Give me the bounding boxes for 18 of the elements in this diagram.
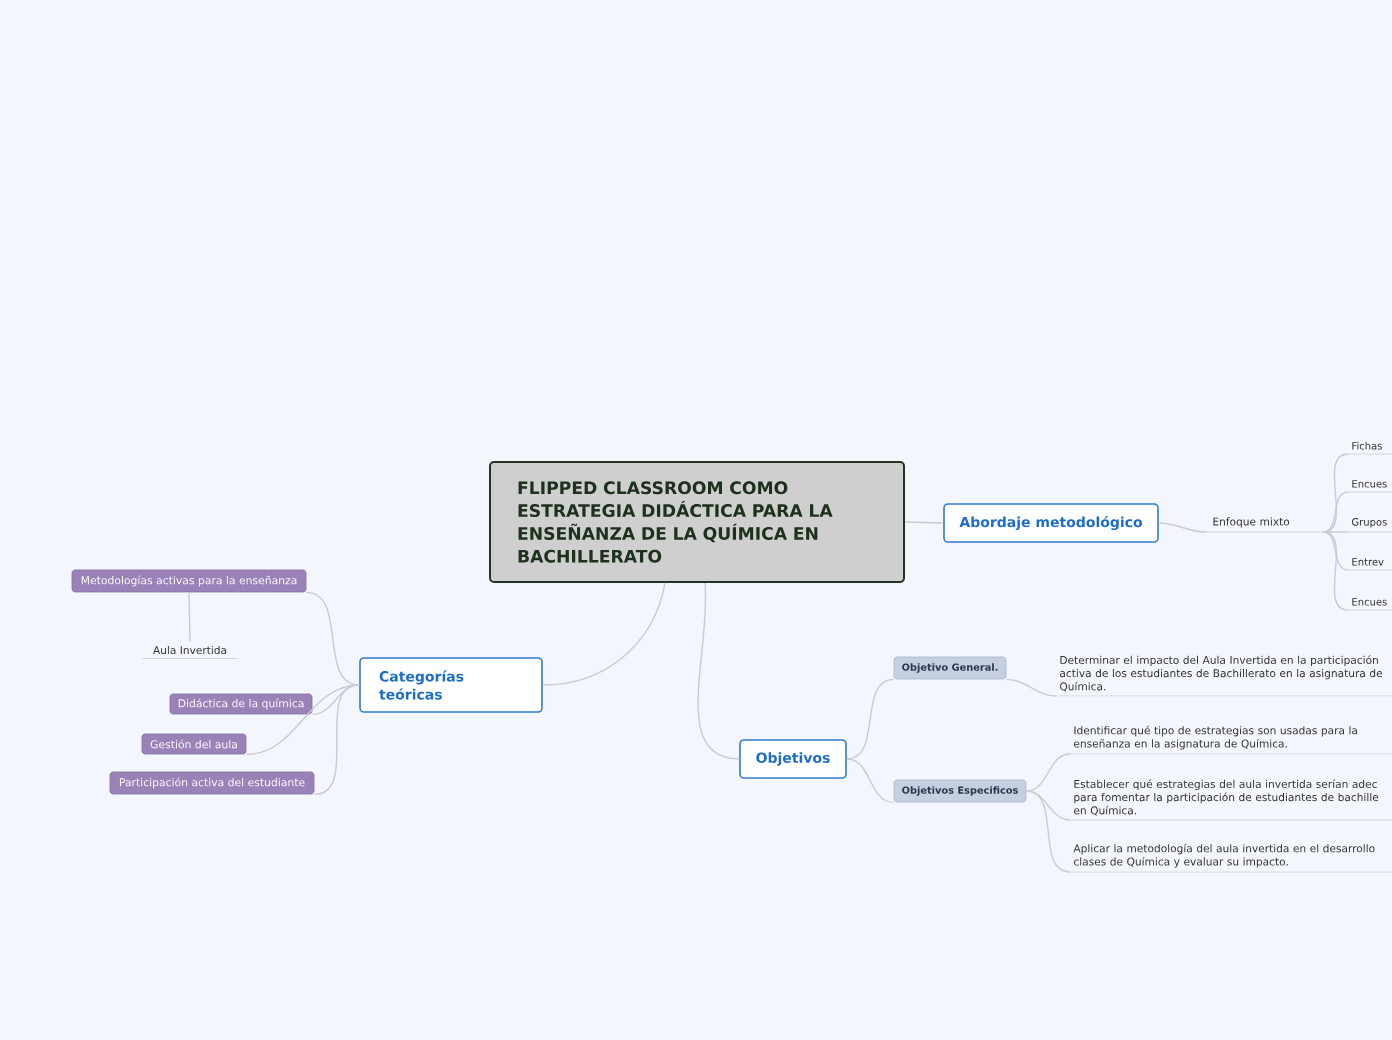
connector-line bbox=[846, 758, 895, 804]
connector-line bbox=[1322, 531, 1349, 571]
connector-line bbox=[1025, 753, 1071, 792]
connector-line bbox=[1025, 790, 1071, 873]
connector-line bbox=[305, 591, 360, 686]
connector-line bbox=[311, 684, 360, 716]
connector-line bbox=[1322, 531, 1349, 611]
connector-line bbox=[1005, 678, 1057, 697]
main-topic-box: FLIPPED CLASSROOM COMO ESTRATEGIA DIDÁCTICA PARA LA ENSEÑANZA DE LA QUÍMICA EN BACHILLERATO bbox=[489, 461, 905, 583]
connector-line bbox=[697, 582, 740, 760]
connector-line bbox=[1322, 491, 1349, 533]
connector-line bbox=[313, 684, 360, 796]
connector-line bbox=[542, 582, 666, 686]
connector-line bbox=[1158, 522, 1207, 533]
connector-line bbox=[188, 591, 191, 643]
connector-line bbox=[904, 521, 944, 524]
connector-line bbox=[846, 678, 895, 760]
connector-line bbox=[1322, 531, 1349, 533]
